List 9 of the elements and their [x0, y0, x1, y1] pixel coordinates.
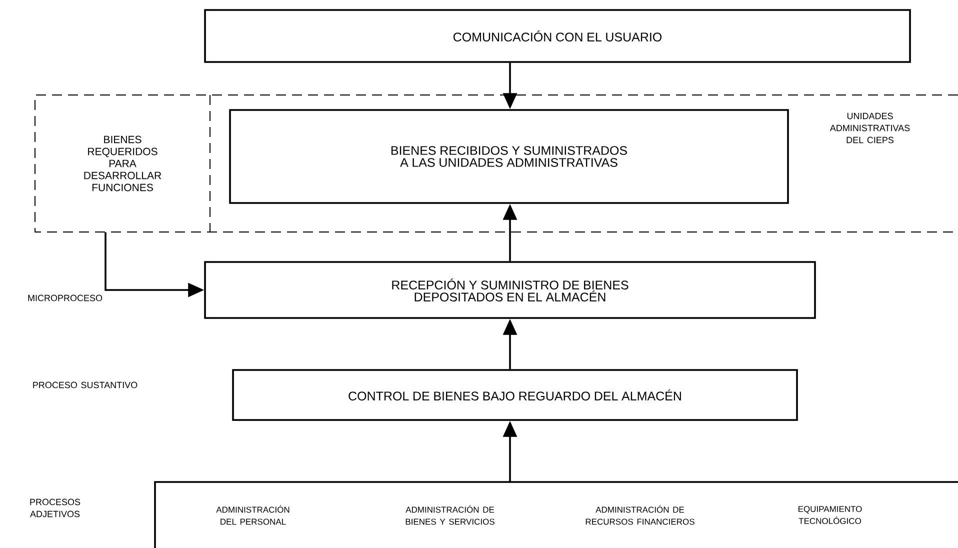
- process-box: CONTROL DE BIENES BAJO REGUARDO DEL ALMACÉN: [232, 369, 798, 421]
- side-label: PROCESO SUSTANTIVO: [33, 382, 138, 388]
- process-box: RECEPCIÓN Y SUMINISTRO DE BIENES DEPOSITADOS EN EL ALMACÉN: [204, 261, 816, 319]
- process-box: BIENES RECIBIDOS Y SUMINISTRADOS A LAS UNIDADES ADMINISTRATIVAS: [229, 109, 789, 204]
- side-label: MICROPROCESO: [28, 294, 102, 302]
- side-label: PROCESOS ADJETIVOS: [30, 498, 80, 518]
- process-group-box: ADMINISTRACIÓN DEL PERSONAL ADMINISTRACIÓN DE BIENES Y SERVICIOS ADMINISTRACIÓN DE RECURSOS FINANCIEROS EQUIPAMIENTO TECNOLÓGICO: [154, 481, 958, 548]
- process-box: COMUNICACIÓN CON EL USUARIO: [204, 9, 911, 63]
- dashed-box: BIENES REQUERIDOS PARA DESARROLLAR FUNCIONES: [84, 94, 210, 232]
